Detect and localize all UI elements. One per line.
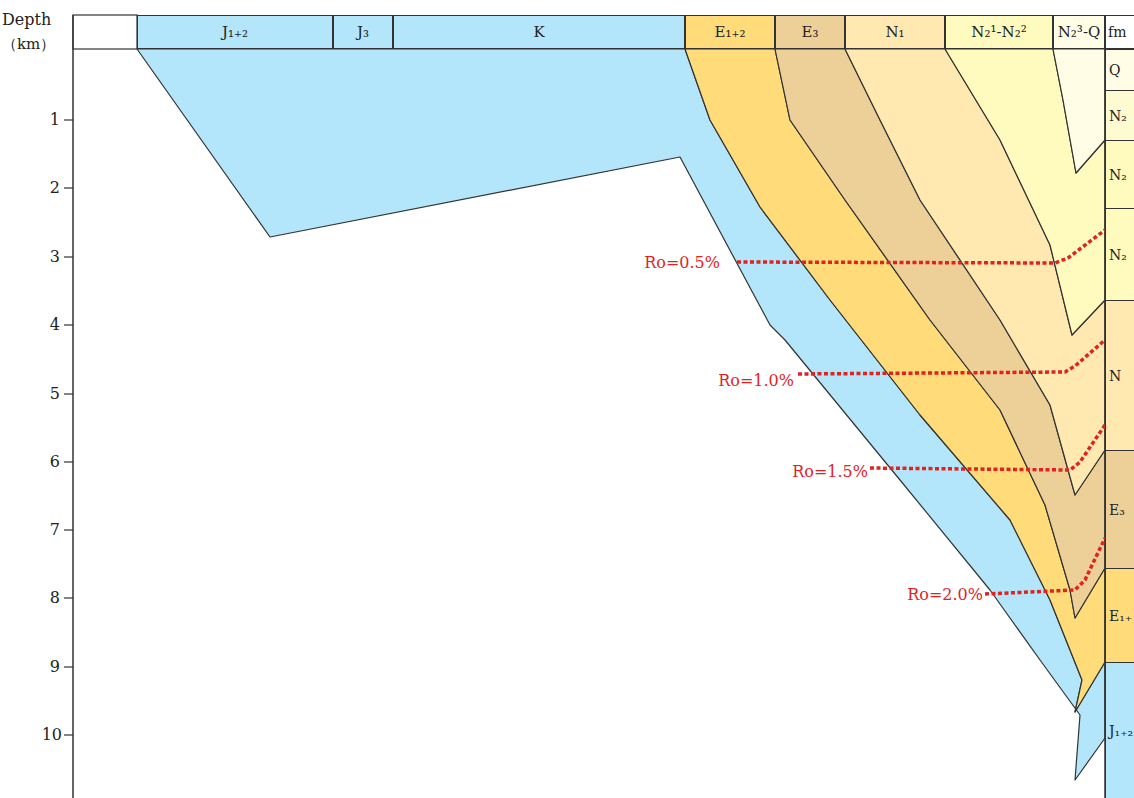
layer-name: E₁₊ (1109, 608, 1132, 624)
layer-name: N₂¹-N₂² (971, 23, 1026, 41)
e3-layer (775, 49, 1105, 618)
stratum-header-cell: J₁₊₂ (137, 15, 333, 49)
stratum-header-cell: J₃ (333, 15, 393, 49)
stratum-header-cell: E₁₊₂ (685, 15, 775, 49)
depth-tick-label: 1 (50, 110, 60, 130)
stratum-header-cell: N₁ (845, 15, 945, 49)
stratum-header-cell: N₂³-Q (1053, 15, 1105, 49)
ro-isoline-label: Ro=1.0% (718, 371, 794, 391)
blank-cell (73, 15, 137, 49)
n2-layer (945, 49, 1105, 335)
depth-tick-label: 9 (50, 657, 60, 677)
ticks (64, 120, 73, 735)
stratum-header-cell: K (393, 15, 685, 49)
depth-tick-label: 10 (42, 725, 62, 745)
jk-layer (137, 49, 1105, 780)
formation-cell: E₃ (1105, 450, 1134, 568)
formation-cell: N₂ (1105, 208, 1134, 300)
ro-isoline-label: Ro=1.5% (792, 462, 868, 482)
layer-name: J₃ (357, 23, 369, 41)
layer-name: N₂ (1109, 167, 1127, 183)
layer-name: N₁ (885, 23, 904, 41)
ro-isolines (737, 230, 1105, 594)
depth-tick-label: 7 (50, 520, 60, 540)
axis-title: Depth (2, 10, 51, 30)
n23q-layer (1053, 49, 1105, 173)
depth-axis (72, 15, 74, 798)
layer-name: N₂ (1109, 108, 1127, 124)
formation-cell: E₁₊ (1105, 568, 1134, 662)
stratum-header-cell: E₃ (775, 15, 845, 49)
depth-tick-label: 3 (50, 247, 60, 267)
formation-cell: Q (1105, 49, 1134, 90)
layer-name: J₁₊₂ (222, 23, 248, 41)
ro-isoline-label: Ro=2.0% (907, 585, 983, 605)
depth-tick-label: 6 (50, 452, 60, 472)
formation-cell: N₂ (1105, 140, 1134, 208)
layer-name: fm (1108, 24, 1126, 40)
depth-tick-label: 8 (50, 588, 60, 608)
e12-layer (685, 49, 1105, 712)
formation-cell: N (1105, 300, 1134, 450)
depth-tick-label: 5 (50, 384, 60, 404)
formation-cell: N₂ (1105, 90, 1134, 140)
ro-isoline-label: Ro=0.5% (644, 253, 720, 273)
layer-name: Q (1109, 62, 1120, 78)
layer-name: J₁₊₂ (1109, 723, 1133, 739)
layer-name: N₂³-Q (1058, 23, 1101, 41)
axis-unit: （km） (2, 34, 55, 54)
layer-name: K (533, 23, 544, 41)
layer-name: E₁₊₂ (715, 23, 746, 41)
n1-layer (845, 49, 1105, 495)
layer-name: E₃ (1109, 502, 1125, 518)
depth-tick-label: 4 (50, 315, 60, 335)
layer-name: N (1109, 368, 1121, 384)
layer-name: E₃ (802, 23, 819, 41)
stratum-header-cell: N₂¹-N₂² (945, 15, 1053, 49)
layer-name: N₂ (1109, 247, 1127, 263)
formation-cell: J₁₊₂ (1105, 662, 1134, 798)
stratum-header-cell: fm (1105, 15, 1134, 49)
depth-tick-label: 2 (50, 178, 60, 198)
